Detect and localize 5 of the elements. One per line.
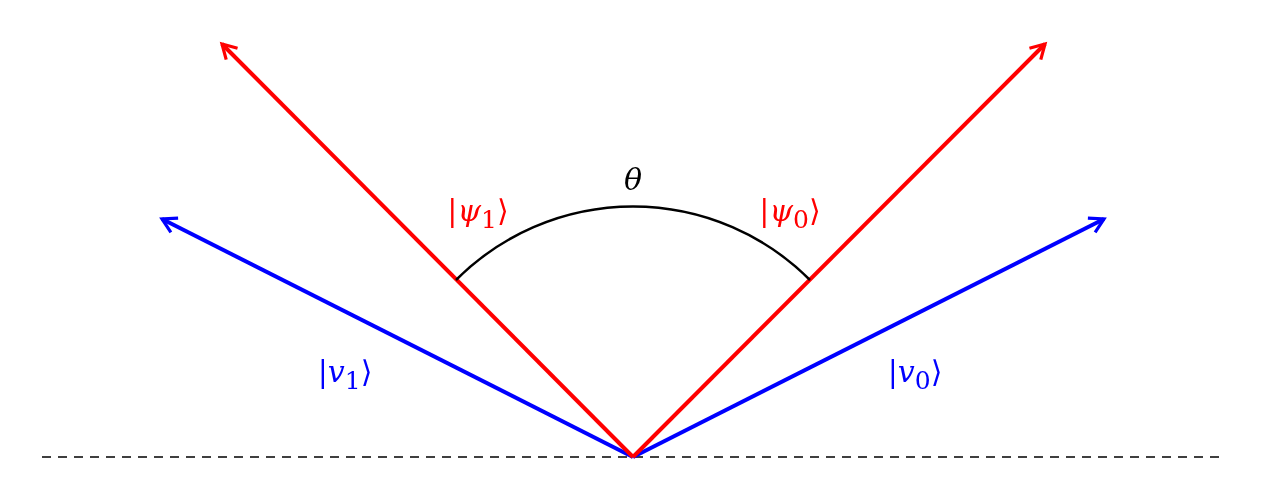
vector-label: |v$_{1}$⟩ <box>317 357 373 393</box>
vector-label: |ψ$_{0}$⟩ <box>759 196 821 232</box>
vector-label: |ψ$_{1}$⟩ <box>447 196 509 232</box>
vector-label: |v$_{0}$⟩ <box>887 357 943 393</box>
angle-label: θ <box>623 165 643 195</box>
